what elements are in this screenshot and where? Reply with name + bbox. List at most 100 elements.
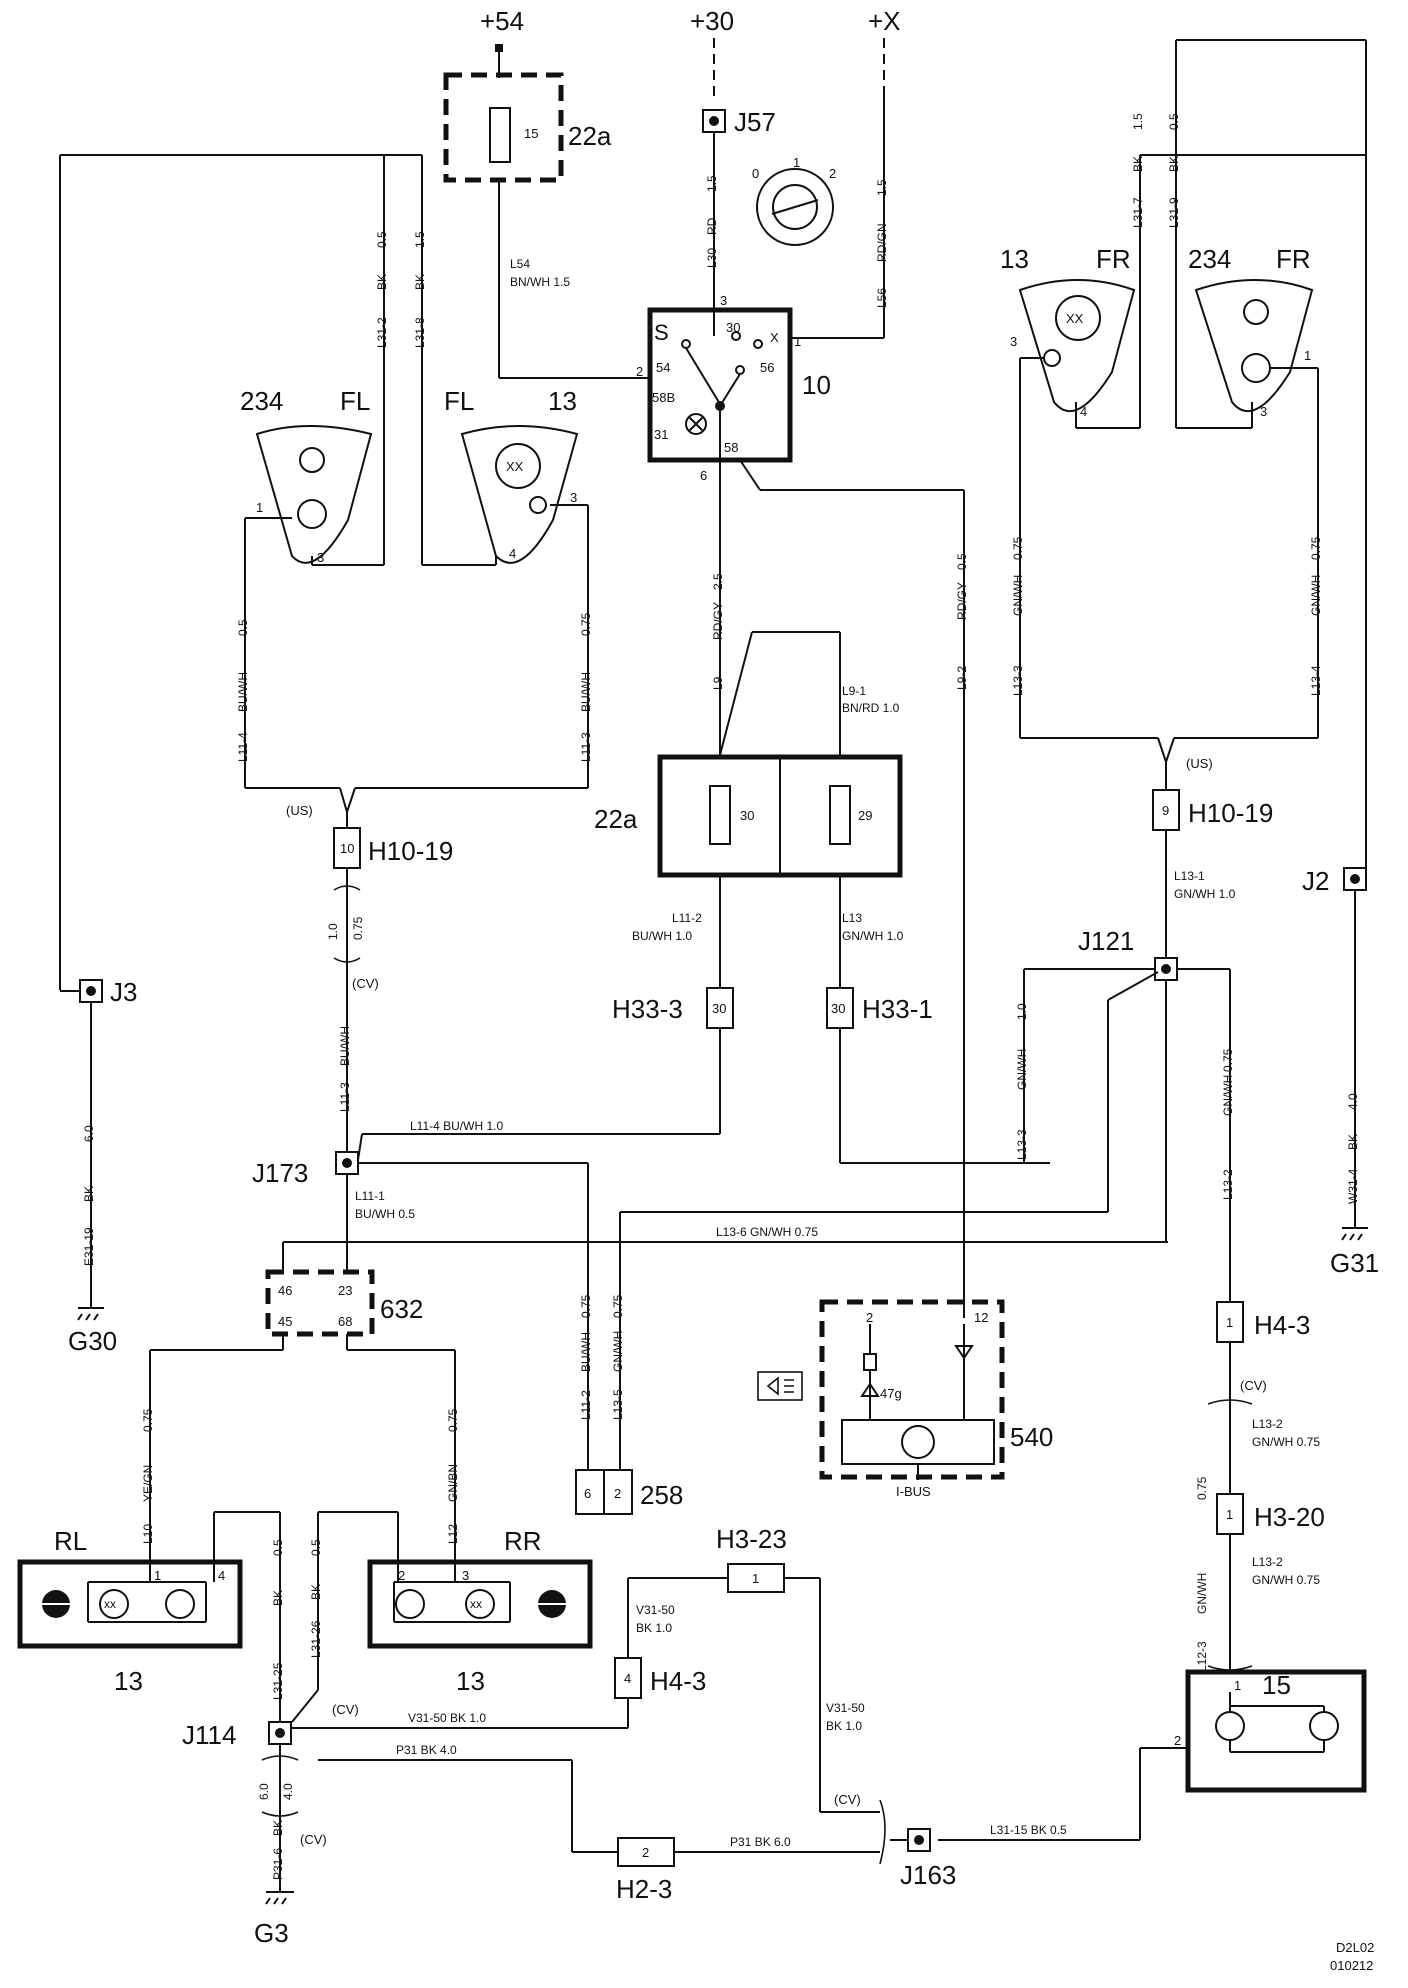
svg-text:P31 BK 4.0: P31 BK 4.0 [396, 1743, 457, 1757]
connector-h4-3-left [614, 1657, 642, 1699]
svg-text:1: 1 [1226, 1507, 1233, 1522]
connector-h10-19-left [333, 827, 361, 869]
svg-text:3: 3 [317, 550, 324, 565]
svg-text:0.5: 0.5 [271, 1539, 285, 1556]
svg-text:GN/WH 1.0: GN/WH 1.0 [1174, 887, 1236, 901]
svg-text:0.75: 0.75 [1221, 1048, 1235, 1072]
svg-text:0.5: 0.5 [309, 1539, 323, 1556]
svg-text:2: 2 [829, 166, 836, 181]
svg-text:56: 56 [760, 360, 774, 375]
connector-258: 6 2 258 [575, 1469, 683, 1515]
svg-text:3: 3 [1260, 404, 1267, 419]
svg-text:GN/WH 0.75: GN/WH 0.75 [1252, 1573, 1320, 1587]
svg-text:xx: xx [470, 1597, 482, 1611]
svg-text:258: 258 [640, 1480, 683, 1510]
svg-text:BU/WH: BU/WH [579, 1332, 593, 1372]
svg-text:30: 30 [740, 808, 754, 823]
svg-text:L31-9: L31-9 [1167, 197, 1181, 228]
svg-text:1.5: 1.5 [413, 231, 427, 248]
svg-text:6.0: 6.0 [257, 1783, 271, 1800]
svg-text:1: 1 [752, 1571, 759, 1586]
svg-text:H4-3: H4-3 [650, 1666, 706, 1696]
svg-text:H3-23: H3-23 [716, 1524, 787, 1554]
svg-text:RL: RL [54, 1526, 87, 1556]
svg-text:(US): (US) [1186, 756, 1213, 771]
svg-text:X: X [770, 330, 779, 345]
svg-text:(CV): (CV) [332, 1702, 359, 1717]
svg-text:BK: BK [271, 1820, 285, 1836]
svg-text:0.75: 0.75 [579, 1294, 593, 1318]
svg-text:XX: XX [1066, 311, 1084, 326]
svg-text:BK: BK [82, 1186, 96, 1202]
svg-text:GN/WH: GN/WH [1011, 575, 1025, 616]
svg-text:L31-26: L31-26 [309, 1620, 323, 1658]
svg-text:FR: FR [1276, 244, 1311, 274]
svg-text:J173: J173 [252, 1158, 308, 1188]
svg-text:2.5: 2.5 [711, 573, 725, 590]
svg-text:13: 13 [456, 1666, 485, 1696]
lamp-rl: xx RL 13 1 4 [17, 1526, 243, 1696]
svg-text:BK: BK [1167, 156, 1181, 172]
svg-text:BU/WH 0.5: BU/WH 0.5 [355, 1207, 415, 1221]
lamp-234-fl: 234 FL 1 3 [240, 386, 373, 565]
svg-text:10: 10 [340, 841, 354, 856]
svg-text:2: 2 [614, 1486, 621, 1501]
svg-text:12: 12 [974, 1310, 988, 1325]
svg-text:4: 4 [1080, 404, 1087, 419]
svg-text:0.75: 0.75 [1309, 536, 1323, 560]
connector-h33-3 [706, 987, 734, 1029]
svg-text:FL: FL [444, 386, 474, 416]
svg-text:xx: xx [104, 1597, 116, 1611]
svg-text:L31-7: L31-7 [1131, 197, 1145, 228]
wire-l56-size: 1.5 [875, 179, 889, 196]
svg-text:L11-4: L11-4 [236, 732, 250, 762]
svg-text:9: 9 [1162, 803, 1169, 818]
svg-text:3: 3 [1010, 334, 1017, 349]
svg-text:(CV): (CV) [300, 1832, 327, 1847]
svg-text:68: 68 [338, 1314, 352, 1329]
svg-text:H2-3: H2-3 [616, 1874, 672, 1904]
svg-text:GN/BN: GN/BN [446, 1464, 460, 1502]
wire-l54-color: BN/WH 1.5 [510, 275, 570, 289]
svg-text:L31-15 BK 0.5: L31-15 BK 0.5 [990, 1823, 1067, 1837]
svg-text:L13: L13 [842, 911, 862, 925]
svg-text:0.5: 0.5 [236, 619, 250, 636]
svg-text:0.5: 0.5 [955, 553, 969, 570]
wire-l30: L30 [705, 248, 719, 268]
svg-text:0.75: 0.75 [1011, 536, 1025, 560]
svg-text:W31-4: W31-4 [1346, 1168, 1360, 1204]
svg-text:BU/WH: BU/WH [236, 672, 250, 712]
svg-text:BK: BK [1131, 156, 1145, 172]
svg-text:2: 2 [1174, 1733, 1181, 1748]
svg-text:23: 23 [338, 1283, 352, 1298]
switch-label: 10 [802, 370, 831, 400]
svg-text:GN/WH 0.75: GN/WH 0.75 [1252, 1435, 1320, 1449]
svg-text:3: 3 [720, 293, 727, 308]
svg-text:RD/GY: RD/GY [955, 582, 969, 620]
wire-l54: L54 [510, 257, 530, 271]
svg-text:0: 0 [752, 166, 759, 181]
supply-30: +30 [690, 6, 734, 36]
lamp-rr: xx RR 13 2 3 [367, 1526, 593, 1696]
svg-text:L11-2: L11-2 [672, 911, 702, 925]
svg-text:47g: 47g [880, 1386, 902, 1401]
svg-text:4.0: 4.0 [281, 1783, 295, 1800]
svg-text:(US): (US) [286, 803, 313, 818]
svg-text:L9-1: L9-1 [842, 684, 866, 698]
svg-text:0.5: 0.5 [375, 231, 389, 248]
diagram-id: D2L02 [1336, 1940, 1374, 1955]
svg-text:G30: G30 [68, 1326, 117, 1356]
svg-text:3: 3 [462, 1568, 469, 1583]
svg-text:234: 234 [240, 386, 283, 416]
svg-text:L11-3: L11-3 [338, 1082, 352, 1112]
svg-text:1.0: 1.0 [326, 923, 340, 940]
wire-l56: L56 [875, 288, 889, 308]
svg-text:L13-3: L13-3 [1015, 1129, 1029, 1160]
svg-text:540: 540 [1010, 1422, 1053, 1452]
svg-text:0.75: 0.75 [1195, 1476, 1209, 1500]
svg-text:L13-6 GN/WH 0.75: L13-6 GN/WH 0.75 [716, 1225, 818, 1239]
svg-text:XX: XX [506, 459, 524, 474]
svg-text:P31-6: P31-6 [271, 1848, 285, 1880]
svg-text:V31-50: V31-50 [636, 1603, 675, 1617]
svg-text:BK: BK [1346, 1134, 1360, 1150]
